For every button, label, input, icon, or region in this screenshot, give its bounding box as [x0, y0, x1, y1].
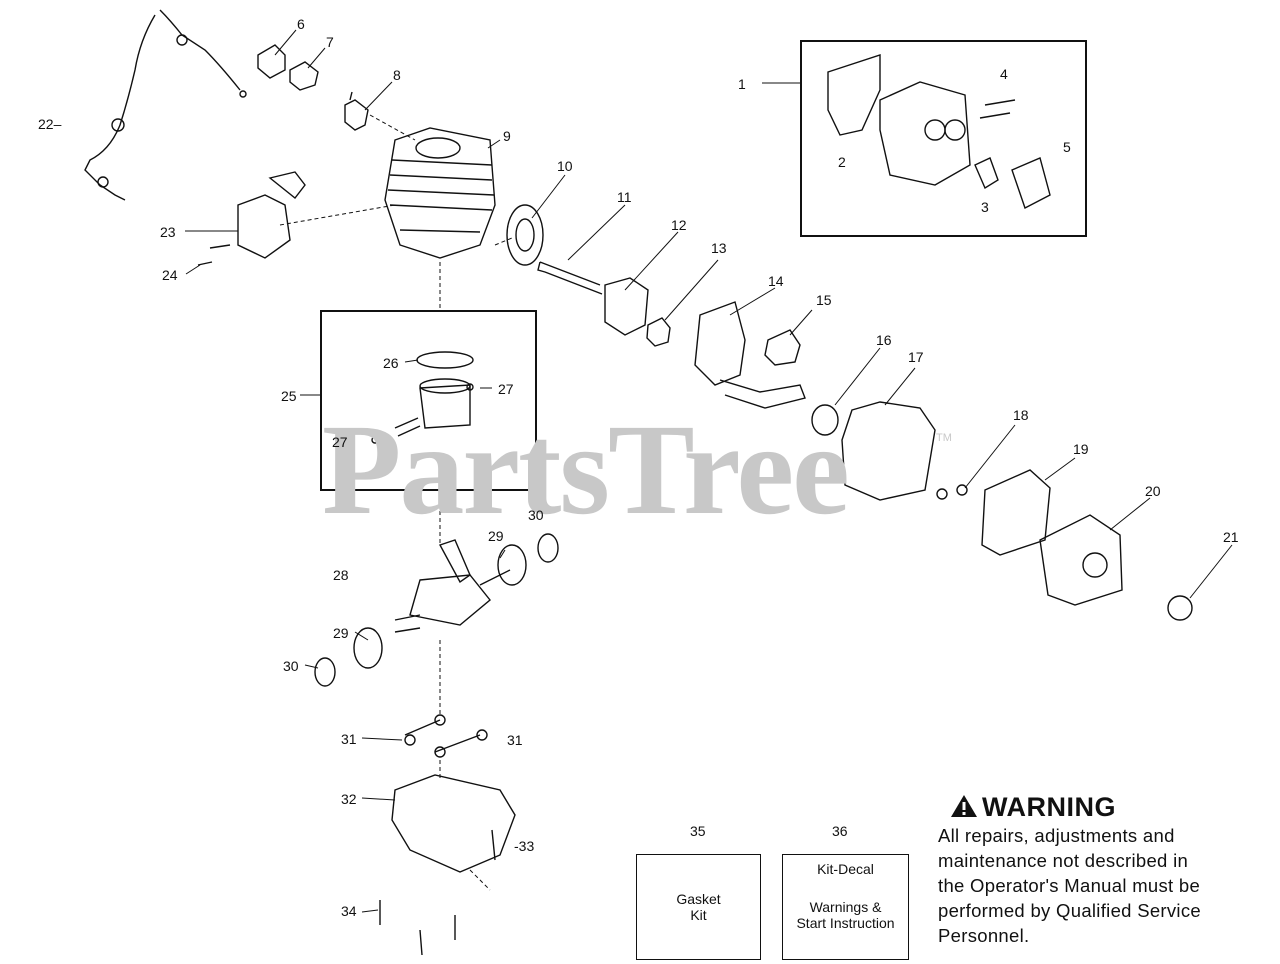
- part-32-crankcase: [391, 774, 516, 873]
- part-12-carburetor: [604, 277, 649, 336]
- callout-27-a[interactable]: 27: [498, 381, 514, 397]
- warning-title: WARNING: [982, 792, 1116, 822]
- callout-13[interactable]: 13: [711, 240, 727, 256]
- part-9-cylinder: [384, 127, 496, 259]
- callout-36[interactable]: 36: [832, 823, 848, 839]
- callout-19[interactable]: 19: [1073, 441, 1089, 457]
- callout-30-b[interactable]: 30: [283, 658, 299, 674]
- callout-25[interactable]: 25: [281, 388, 297, 404]
- callout-6[interactable]: 6: [297, 16, 305, 32]
- piston-kit-box: [320, 310, 537, 491]
- warning-line-5: Personnel.: [938, 925, 1030, 946]
- callout-9[interactable]: 9: [503, 128, 511, 144]
- callout-4[interactable]: 4: [1000, 66, 1008, 82]
- callout-18[interactable]: 18: [1013, 407, 1029, 423]
- part-18-nut-a: [936, 488, 948, 500]
- callout-3[interactable]: 3: [981, 199, 989, 215]
- part-29-bearing-b: [353, 627, 383, 669]
- part-1-muffler-group: [827, 54, 1051, 209]
- part-17-air-box: [841, 401, 936, 501]
- part-30-seal-b: [314, 657, 336, 687]
- warning-triangle-icon: [951, 795, 977, 817]
- callout-7[interactable]: 7: [326, 34, 334, 50]
- warning-line-2: maintenance not described in: [938, 850, 1189, 871]
- decal-kit-line1: Warnings &: [809, 899, 882, 915]
- callout-17[interactable]: 17: [908, 349, 924, 365]
- decal-kit-box[interactable]: Kit-Decal Warnings & Start Instruction: [782, 854, 909, 960]
- part-30-seal-a: [537, 533, 559, 563]
- part-11-bolts: [537, 261, 603, 295]
- part-33-bolt: [491, 829, 496, 861]
- callout-24[interactable]: 24: [162, 267, 178, 283]
- part-18-nut-b: [956, 484, 968, 496]
- part-19-filter-gasket: [981, 469, 1051, 556]
- part-8-spark-plug: [344, 91, 369, 131]
- warning-line-3: the Operator's Manual must be: [938, 875, 1201, 896]
- part-7: [289, 61, 319, 91]
- part-13-gasket: [646, 317, 671, 347]
- callout-1[interactable]: 1: [738, 76, 746, 92]
- decal-kit-title: Kit-Decal: [817, 861, 874, 877]
- callout-2[interactable]: 2: [838, 154, 846, 170]
- callout-14[interactable]: 14: [768, 273, 784, 289]
- callout-5[interactable]: 5: [1063, 139, 1071, 155]
- part-29-bearing-a: [497, 544, 527, 586]
- warning-text: All repairs, adjustments and maintenance…: [938, 823, 1278, 948]
- callout-31-a[interactable]: 31: [341, 731, 357, 747]
- part-23-ignition: [237, 171, 306, 259]
- callout-34[interactable]: 34: [341, 903, 357, 919]
- callout-12[interactable]: 12: [671, 217, 687, 233]
- part-16: [811, 404, 839, 436]
- gasket-kit-box[interactable]: Gasket Kit: [636, 854, 761, 960]
- callout-20[interactable]: 20: [1145, 483, 1161, 499]
- callout-27-b[interactable]: 27: [332, 434, 348, 450]
- callout-11[interactable]: 11: [617, 189, 632, 205]
- callout-23[interactable]: 23: [160, 224, 176, 240]
- callout-29-b[interactable]: 29: [333, 625, 349, 641]
- callout-30-a[interactable]: 30: [528, 507, 544, 523]
- part-15-primer: [764, 329, 801, 366]
- warning-line-1: All repairs, adjustments and: [938, 825, 1175, 846]
- part-24-screws: [197, 244, 231, 266]
- part-34-bolts: [379, 900, 456, 956]
- watermark: PartsTree: [322, 398, 850, 542]
- callout-32[interactable]: 32: [341, 791, 357, 807]
- callout-15[interactable]: 15: [816, 292, 832, 308]
- callout-33[interactable]: -33: [514, 838, 535, 854]
- callout-22[interactable]: 22–: [38, 116, 62, 132]
- part-6: [257, 44, 286, 79]
- callout-31-b[interactable]: 31: [507, 732, 523, 748]
- callout-10[interactable]: 10: [557, 158, 573, 174]
- gasket-kit-line2: Kit: [690, 907, 707, 923]
- gasket-kit-line1: Gasket: [676, 891, 721, 907]
- part-14-throttle: [694, 301, 806, 409]
- part-10-intake: [506, 204, 544, 266]
- part-28-crankshaft: [394, 539, 511, 633]
- part-20-air-cover: [1039, 514, 1123, 606]
- warning-line-4: performed by Qualified Service: [938, 900, 1201, 921]
- callout-29-a[interactable]: 29: [488, 528, 504, 544]
- callout-21[interactable]: 21: [1223, 529, 1239, 545]
- callout-28[interactable]: 28: [333, 567, 349, 583]
- part-22-wire-harness: [84, 9, 247, 201]
- muffler-kit-box: [800, 40, 1087, 237]
- callout-26[interactable]: 26: [383, 355, 399, 371]
- decal-kit-line2: Start Instruction: [796, 915, 895, 931]
- part-31-gaskets: [404, 719, 481, 753]
- callout-16[interactable]: 16: [876, 332, 892, 348]
- callout-35[interactable]: 35: [690, 823, 706, 839]
- callout-8[interactable]: 8: [393, 67, 401, 83]
- part-21-knob: [1167, 595, 1193, 621]
- watermark-trademark: TM: [936, 432, 952, 444]
